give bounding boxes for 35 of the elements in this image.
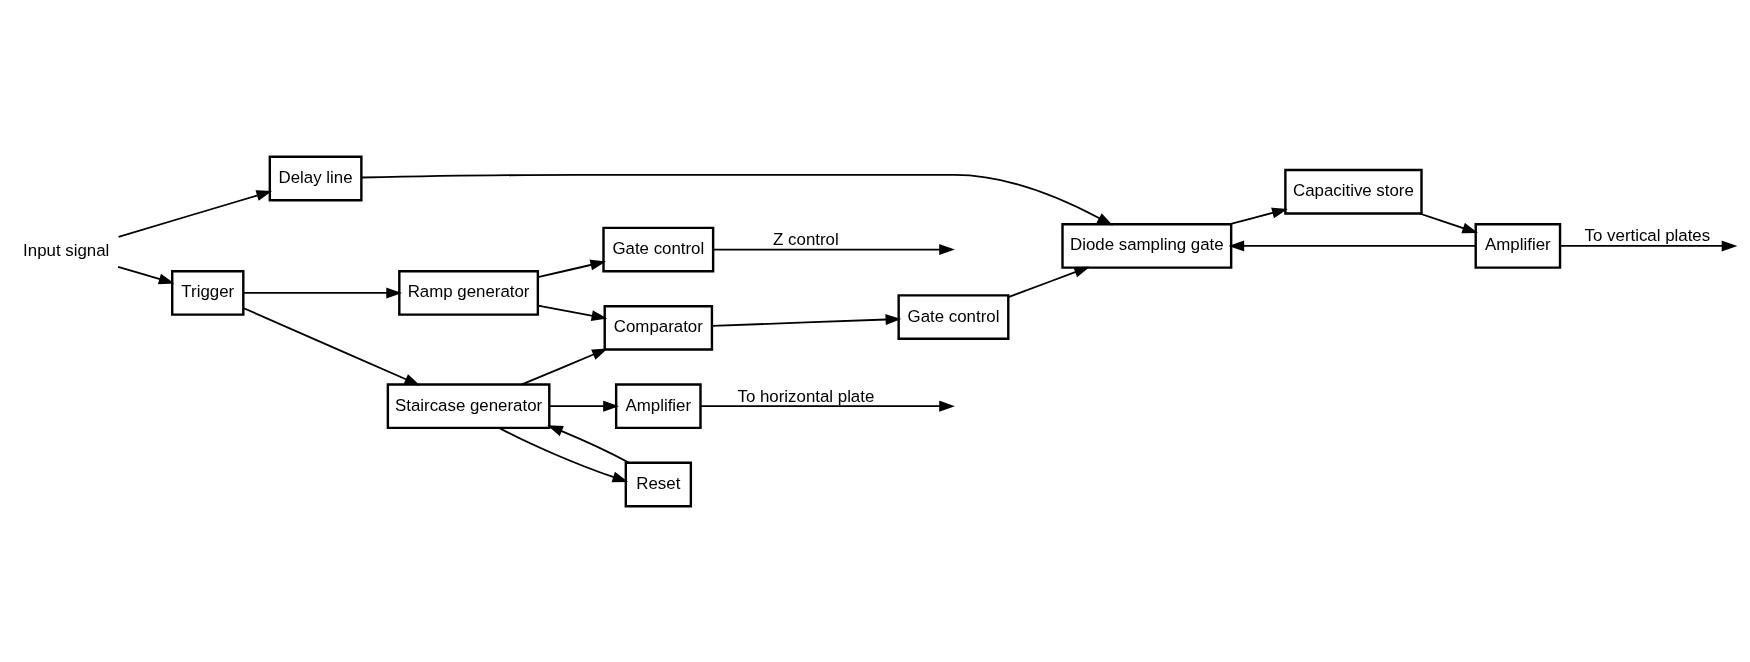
node-box: Gate control: [602, 226, 715, 272]
arrow: [547, 424, 630, 464]
node-box: Capacitive store: [1284, 168, 1423, 215]
arrow: [360, 173, 1113, 226]
arrow: [1559, 239, 1738, 251]
node-box: Reset: [624, 461, 693, 507]
node-box: Amplifier: [1474, 222, 1562, 269]
arrow: [242, 306, 421, 385]
arrow: [242, 286, 402, 298]
arrow: [548, 400, 619, 412]
arrow: [1418, 212, 1479, 233]
arrow: [537, 259, 607, 278]
edge-label: To vertical plates: [1584, 225, 1711, 245]
node-box: Diode sampling gate: [1061, 222, 1233, 269]
arrow: [117, 265, 175, 284]
node-box: Comparator: [603, 304, 714, 351]
edge-label: Z control: [773, 229, 839, 249]
node-box: Gate control: [897, 293, 1010, 340]
node-box: Ramp generator: [398, 269, 540, 316]
edge-label: To horizontal plate: [737, 386, 875, 406]
arrow: [699, 400, 955, 412]
node-text: Input signal: [23, 240, 110, 260]
arrow: [117, 189, 273, 238]
arrow: [1228, 239, 1477, 251]
arrow: [498, 426, 629, 482]
node-box: Amplifier: [614, 382, 702, 429]
arrow: [1007, 266, 1090, 298]
arrow: [521, 348, 608, 385]
node-box: Trigger: [171, 269, 245, 316]
arrow: [711, 313, 902, 327]
node-box: Delay line: [268, 155, 363, 201]
arrow: [1229, 207, 1288, 225]
arrow: [537, 304, 608, 321]
node-box: Staircase generator: [386, 382, 551, 429]
arrow: [712, 243, 955, 255]
